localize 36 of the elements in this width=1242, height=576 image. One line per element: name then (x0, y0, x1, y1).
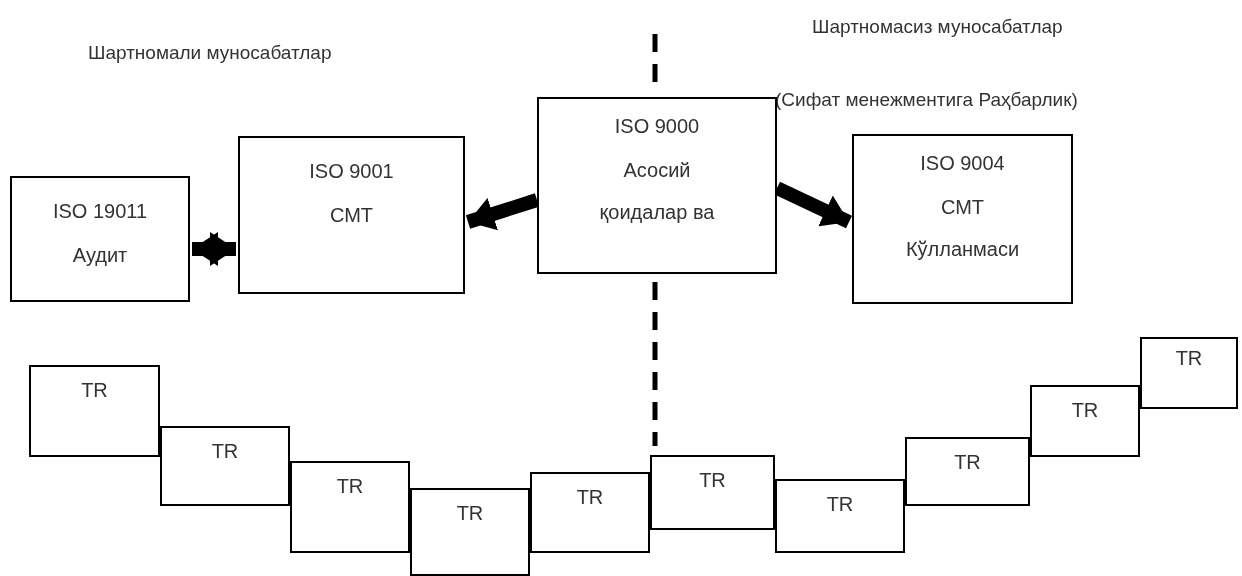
box-title: TR (211, 439, 239, 464)
text-box (410, 488, 530, 576)
box-text: СМТ (329, 203, 374, 228)
box-title: ISO 19011 (52, 199, 148, 224)
caption-text: (Сифат менежментига Раҳбарлик) (775, 89, 1078, 111)
text-box (238, 136, 465, 294)
box-title: TR (576, 485, 604, 510)
box-title: TR (81, 378, 108, 403)
text-box (905, 437, 1030, 506)
text-box (1140, 337, 1238, 409)
text-box (160, 426, 290, 506)
text-box (775, 479, 905, 553)
box-text: СМТ Кўлланмаси (904, 195, 1021, 262)
text-box (290, 461, 410, 553)
box-title: TR (336, 474, 364, 499)
caption-text: Шартномали муносабатлар (88, 42, 332, 64)
caption-text: Шартномасиз муносабатлар (812, 16, 1063, 38)
text-box (537, 97, 777, 274)
box-text: Асосий қоидалар ва (598, 158, 716, 225)
block-arrow (192, 232, 236, 266)
box-title: ISO 9004 (920, 151, 1005, 176)
box-title: TR (1175, 346, 1203, 371)
box-title: TR (456, 501, 484, 526)
box-text: Аудит (72, 243, 128, 268)
box-title: ISO 9001 (309, 159, 394, 184)
text-box (1030, 385, 1140, 457)
box-title: TR (954, 450, 981, 475)
text-box (10, 176, 190, 302)
box-title: TR (826, 492, 854, 517)
box-title: ISO 9000 (614, 114, 700, 139)
box-title: TR (699, 468, 726, 493)
text-box (29, 365, 160, 457)
box-title: TR (1071, 398, 1099, 423)
text-box (530, 472, 650, 553)
text-box (852, 134, 1073, 304)
text-box (650, 455, 775, 530)
